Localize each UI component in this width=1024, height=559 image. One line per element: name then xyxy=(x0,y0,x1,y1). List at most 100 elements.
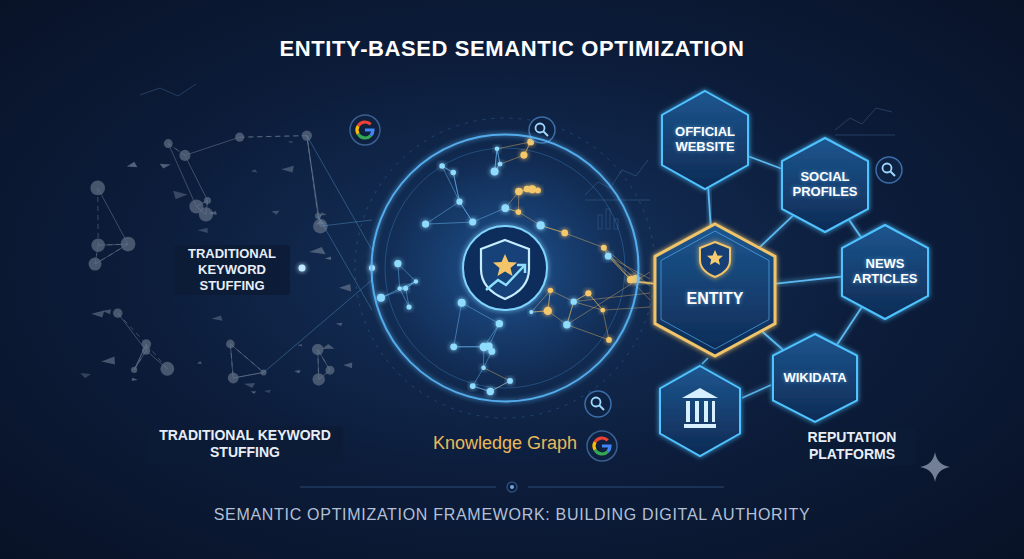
search-icon xyxy=(876,157,902,183)
graph-point xyxy=(456,199,462,205)
search-icon xyxy=(883,164,892,173)
caption: SEMANTIC OPTIMIZATION FRAMEWORK: BUILDIN… xyxy=(214,506,811,524)
title: ENTITY-BASED SEMANTIC OPTIMIZATION xyxy=(280,36,745,62)
google-icon xyxy=(594,442,595,450)
search-icon xyxy=(592,398,601,407)
graph-link xyxy=(453,173,459,202)
shard xyxy=(127,162,138,168)
shard xyxy=(272,210,280,214)
platform-hexagon xyxy=(684,424,716,428)
shard xyxy=(101,357,115,365)
node-label: NEWS ARTICLES xyxy=(848,257,922,287)
graph-link xyxy=(604,248,650,286)
platform-hexagon xyxy=(712,401,715,422)
graph-point xyxy=(601,245,607,251)
shard xyxy=(211,316,222,321)
divider xyxy=(300,482,724,492)
annotation-label: TRADITIONAL KEYWORD STUFFING xyxy=(147,426,343,463)
graph-point xyxy=(495,146,500,151)
graph-link xyxy=(484,324,500,347)
shard xyxy=(320,213,327,217)
hexagon-outline xyxy=(655,224,775,356)
graph-link xyxy=(307,136,372,250)
broken-link xyxy=(240,136,307,138)
graph-point xyxy=(537,221,545,229)
keyword-dot xyxy=(142,346,150,354)
hexagon-outline xyxy=(782,138,868,232)
graph-point xyxy=(520,152,527,159)
platform-hexagon xyxy=(704,401,708,422)
divider xyxy=(300,487,496,488)
graph-link xyxy=(484,368,510,381)
shard xyxy=(250,391,255,393)
graph-link xyxy=(500,155,524,164)
node-outline xyxy=(370,133,640,403)
graph-link xyxy=(608,256,635,279)
graph-link xyxy=(608,256,630,279)
google-icon xyxy=(358,134,371,138)
graph-point xyxy=(469,219,476,226)
search-icon xyxy=(536,124,545,133)
platform-hexagon xyxy=(695,401,699,422)
platform-hexagon xyxy=(682,388,718,398)
graph-point xyxy=(561,230,568,237)
search-icon xyxy=(600,406,605,411)
graph-link xyxy=(497,142,531,149)
broken-link xyxy=(307,136,318,216)
broken-link xyxy=(307,136,318,216)
background-charts xyxy=(835,135,895,136)
platform-hexagon xyxy=(686,401,690,422)
shard xyxy=(80,373,91,378)
google-icon xyxy=(602,446,610,452)
keyword-dot xyxy=(189,199,203,213)
graph-point xyxy=(397,286,401,290)
google-icon xyxy=(357,126,358,134)
google-icon xyxy=(365,130,373,136)
shield-emblem xyxy=(486,266,524,290)
graph-ring xyxy=(372,135,639,402)
graph-link xyxy=(400,289,409,307)
graph-link xyxy=(603,307,650,310)
shard xyxy=(131,378,137,381)
graph-point xyxy=(439,163,445,169)
graph-point xyxy=(470,383,476,389)
keyword-dot xyxy=(325,366,334,375)
graph-point xyxy=(403,286,408,291)
keyword-dot xyxy=(204,197,211,204)
keyword-dot xyxy=(164,139,173,148)
keyword-dot xyxy=(90,181,105,196)
annotation-label: REPUTATION PLATFORMS xyxy=(788,428,916,465)
connector-line xyxy=(708,188,710,225)
search-icon xyxy=(585,391,611,417)
graph-point xyxy=(605,253,612,260)
graph-point xyxy=(515,188,523,196)
google-icon xyxy=(358,122,371,126)
graph-point xyxy=(501,204,509,212)
platform-hexagon xyxy=(660,366,740,456)
keyword-dot xyxy=(131,367,137,373)
graph-point xyxy=(600,308,605,313)
keyword-dot xyxy=(121,237,136,252)
graph-point xyxy=(394,260,401,267)
graph-point xyxy=(516,209,522,215)
google-icon xyxy=(595,438,608,442)
graph-point xyxy=(585,290,591,296)
graph-link xyxy=(460,202,473,222)
shard xyxy=(343,363,352,369)
graph-point xyxy=(451,170,456,175)
google-icon xyxy=(587,431,617,461)
node-label: ENTITY xyxy=(687,290,744,308)
background-charts xyxy=(140,84,196,96)
broken-link xyxy=(97,188,98,245)
graph-link xyxy=(588,293,602,310)
graph-point xyxy=(406,304,411,309)
graph-point xyxy=(507,378,513,384)
graph-point xyxy=(544,307,552,315)
graph-link xyxy=(442,166,459,202)
divider xyxy=(507,482,517,492)
shield-icon xyxy=(700,242,730,277)
shard xyxy=(336,323,343,326)
background-charts xyxy=(835,108,892,130)
broken-link xyxy=(230,344,263,372)
shard xyxy=(197,361,202,364)
